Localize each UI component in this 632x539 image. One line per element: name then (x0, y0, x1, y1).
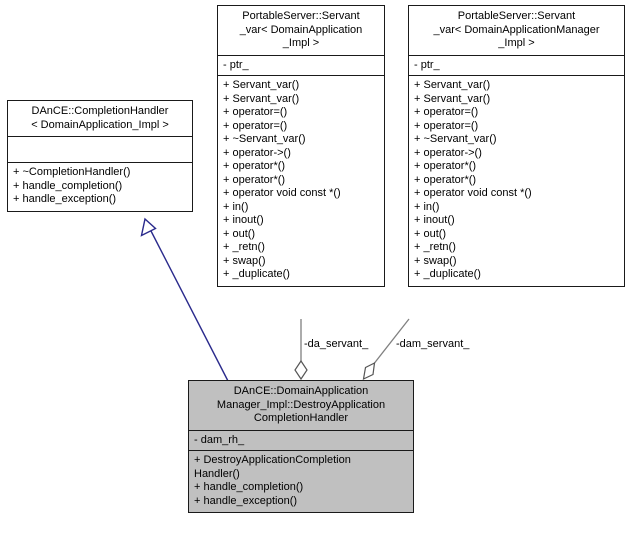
class-title-completion-handler: DAnCE::CompletionHandler < DomainApplica… (8, 101, 192, 137)
class-title-destroy-application-completion-handler: DAnCE::DomainApplication Manager_Impl::D… (189, 381, 413, 431)
class-member: + swap() (414, 254, 457, 267)
class-member: + handle_completion() (194, 481, 304, 493)
class-member: + operator=() (414, 106, 479, 118)
class-member: + operator=() (223, 106, 288, 118)
class-member: + handle_exception() (194, 494, 298, 507)
edge-label-dam-servant: -dam_servant_ (396, 338, 470, 350)
class-member: + operator*() (414, 160, 477, 172)
class-attributes-completion-handler (8, 137, 192, 163)
class-member: - ptr_ (223, 58, 249, 71)
class-attributes-servant-var-domain-application-manager: - ptr_ (409, 56, 624, 76)
class-title-servant-var-domain-application: PortableServer::Servant _var< DomainAppl… (218, 6, 384, 56)
class-member: + operator void const *() (414, 187, 532, 199)
class-member: + _duplicate() (414, 268, 481, 280)
class-operations-completion-handler: + ~CompletionHandler() + handle_completi… (8, 163, 192, 211)
class-member: + swap() (223, 254, 266, 267)
class-member: + Servant_var() (414, 79, 491, 91)
class-member: + _retn() (414, 241, 456, 253)
class-member: + in() (414, 200, 440, 213)
inheritance-edge-completion-handler (140, 217, 229, 382)
class-box-completion-handler[interactable]: DAnCE::CompletionHandler < DomainApplica… (7, 100, 193, 212)
class-operations-servant-var-domain-application: + Servant_var() + Servant_var() + operat… (218, 76, 384, 286)
class-member: + operator void const *() (223, 187, 341, 199)
class-box-servant-var-domain-application-manager[interactable]: PortableServer::Servant _var< DomainAppl… (408, 5, 625, 287)
class-member: + handle_exception() (13, 193, 117, 205)
class-attributes-servant-var-domain-application: - ptr_ (218, 56, 384, 76)
edge-label-da-servant: -da_servant_ (304, 338, 369, 350)
class-member: + operator*() (223, 160, 286, 172)
class-member: + _duplicate() (223, 268, 290, 280)
class-member: + _retn() (223, 241, 265, 253)
class-member: + operator=() (223, 119, 288, 132)
class-member: + out() (223, 227, 256, 240)
class-operations-servant-var-domain-application-manager: + Servant_var() + Servant_var() + operat… (409, 76, 624, 286)
class-member: + handle_completion() (13, 179, 123, 192)
class-member: + inout() (414, 214, 455, 226)
class-member: + operator->() (223, 146, 291, 159)
class-member: + operator*() (223, 173, 286, 186)
class-member: + Servant_var() (223, 79, 300, 91)
class-member: - ptr_ (414, 58, 440, 71)
class-title-servant-var-domain-application-manager: PortableServer::Servant _var< DomainAppl… (409, 6, 624, 56)
class-member: + Servant_var() (414, 92, 491, 105)
class-member: + operator=() (414, 119, 479, 132)
class-box-servant-var-domain-application[interactable]: PortableServer::Servant _var< DomainAppl… (217, 5, 385, 287)
class-member: + ~CompletionHandler() (13, 166, 131, 178)
class-member: - dam_rh_ (194, 433, 245, 446)
class-member: + DestroyApplicationCompletion Handler() (194, 454, 351, 480)
class-operations-destroy-application-completion-handler: + DestroyApplicationCompletion Handler()… (189, 451, 413, 512)
class-member: + operator*() (414, 173, 477, 186)
class-member: + in() (223, 200, 249, 213)
class-member: + inout() (223, 214, 264, 226)
class-member: + out() (414, 227, 447, 240)
class-member: + ~Servant_var() (414, 133, 497, 145)
class-member: + ~Servant_var() (223, 133, 306, 145)
class-box-destroy-application-completion-handler[interactable]: DAnCE::DomainApplication Manager_Impl::D… (188, 380, 414, 513)
class-member: + operator->() (414, 146, 482, 159)
class-attributes-destroy-application-completion-handler: - dam_rh_ (189, 431, 413, 451)
class-member: + Servant_var() (223, 92, 300, 105)
